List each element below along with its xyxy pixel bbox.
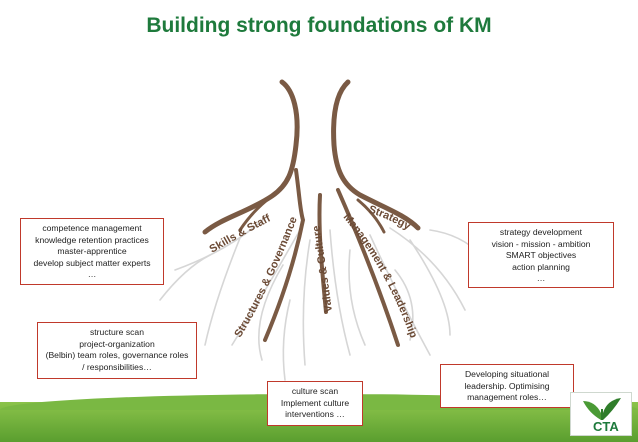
skills-box: competence management knowledge retentio… <box>20 218 164 285</box>
logo-text: CTA <box>593 419 619 434</box>
structure-box: structure scan project-organization (Bel… <box>37 322 197 379</box>
cta-logo: CTA <box>570 392 632 436</box>
box-line: develop subject matter experts <box>33 257 151 268</box>
box-line: Developing situational <box>464 369 550 379</box>
box-line: vision - mission - ambition <box>491 238 591 249</box>
box-line: structure scan <box>90 327 144 337</box>
box-line: / responsibilities… <box>82 361 152 372</box>
box-line: (Belbin) team roles, governance roles <box>45 350 189 360</box>
box-line: project-organization <box>79 338 155 349</box>
box-line: action planning <box>512 261 570 272</box>
box-line: Implement culture <box>280 397 350 408</box>
box-line: knowledge retention practices <box>35 234 149 245</box>
box-line: management roles… <box>467 392 547 402</box>
box-line: strategy development <box>499 227 583 237</box>
box-line: … <box>536 273 546 283</box>
box-line: SMART objectives <box>505 250 577 260</box>
box-line: master-apprentice <box>57 246 127 256</box>
culture-box: culture scan Implement culture intervent… <box>267 381 363 426</box>
root-label-skills: Skills & Staff <box>208 212 273 255</box>
main-roots <box>202 79 421 347</box>
page-title: Building strong foundations of KM <box>146 14 492 37</box>
box-line: interventions … <box>285 409 345 419</box>
leaf-icon <box>583 398 621 420</box>
box-line: competence management <box>42 223 142 233</box>
box-line: leadership. Optimising <box>464 380 550 391</box>
leadership-box: Developing situational leadership. Optim… <box>440 364 574 408</box>
strategy-box: strategy development vision - mission - … <box>468 222 614 288</box>
thin-rootlets <box>159 217 486 381</box>
box-line: culture scan <box>291 386 339 396</box>
box-line: … <box>87 269 97 279</box>
